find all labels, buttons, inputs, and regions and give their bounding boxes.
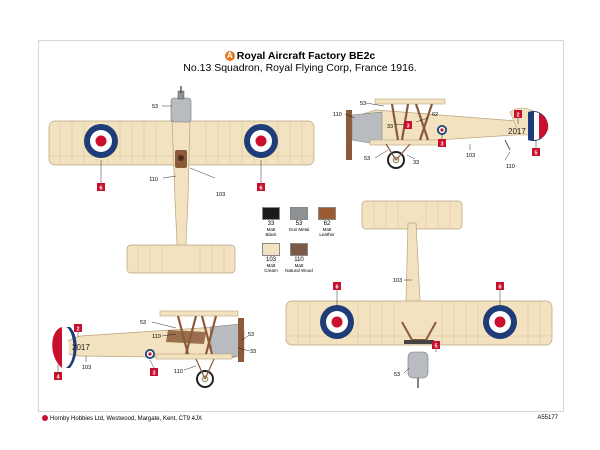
red-tag-6-left: [97, 183, 105, 191]
rudder-stripes-left: [52, 327, 62, 368]
red-tag-3b-side-r: [438, 139, 446, 147]
callout-33b-side-r: 33: [413, 160, 419, 166]
red-tag-4-side-l: [54, 372, 62, 380]
swatch-103: [262, 243, 280, 256]
red-tag-6-under-left: [333, 282, 341, 290]
upper-wing-left: [159, 310, 239, 317]
top-view: 53 110 103 6 6: [48, 86, 315, 274]
propeller-left: [238, 318, 244, 362]
footer-code: A55177: [537, 415, 558, 421]
aircraft-title: Royal Aircraft Factory BE2c: [236, 50, 376, 62]
callout-53b-side-l: 53: [248, 332, 254, 338]
svg-text:6: 6: [498, 285, 501, 291]
swatch-33: [262, 207, 280, 220]
svg-text:6: 6: [259, 186, 262, 192]
serial-right: 2017: [508, 127, 526, 136]
underside-wing: [285, 300, 553, 346]
underside-engine: [407, 351, 429, 379]
callout-33-side-r: 33: [387, 124, 393, 130]
svg-text:3: 3: [152, 371, 155, 377]
red-tag-3-side-r: [404, 121, 412, 129]
wheel-right: [387, 151, 405, 169]
hornby-logo-icon: [42, 415, 48, 421]
callout-53-top: 53: [152, 104, 158, 110]
side-view-left: 2017 53 110: [52, 310, 256, 388]
svg-text:5: 5: [534, 151, 537, 157]
lower-wing-left: [155, 353, 233, 360]
footer-company: Hornby Hobbies Ltd, Westwood, Margate, K…: [42, 415, 202, 422]
callout-110-side-l: 110: [152, 334, 161, 340]
callout-110b-side-r: 110: [506, 164, 515, 170]
svg-text:2: 2: [76, 327, 79, 333]
underside-view: 103 53 6 6 5: [285, 200, 553, 388]
svg-text:3: 3: [406, 124, 409, 130]
svg-text:6: 6: [335, 285, 338, 291]
red-tag-5-side-r: [532, 148, 540, 156]
red-tag-5-under: [432, 341, 440, 349]
swatch-62: [318, 207, 336, 220]
page-subtitle: No.13 Squadron, Royal Flying Corp, Franc…: [183, 62, 417, 74]
red-tag-6-under-right: [496, 282, 504, 290]
top-fuselage: [171, 117, 191, 266]
scheme-badge: A: [224, 51, 235, 61]
swatch-110: [290, 243, 308, 256]
top-engine: [170, 97, 192, 123]
propeller-right: [346, 110, 352, 160]
callout-103-under: 103: [393, 278, 402, 284]
sheet-border: [38, 40, 564, 412]
callout-103-top: 103: [216, 192, 225, 198]
red-tag-6-right: [257, 183, 265, 191]
lower-wing-right: [369, 139, 443, 146]
svg-text:6: 6: [99, 186, 102, 192]
red-tag-3-side-l: [150, 368, 158, 376]
red-tag-2-side-r: [514, 110, 522, 118]
svg-text:4: 4: [56, 375, 60, 381]
callout-110-side-r: 110: [333, 112, 342, 118]
callout-110-top: 110: [149, 177, 158, 183]
wheel-left: [196, 370, 214, 388]
callout-53b-side-r: 53: [364, 156, 370, 162]
callout-103-side-r: 103: [466, 153, 475, 159]
upper-wing-right: [374, 98, 446, 105]
callout-53-side-l: 53: [140, 320, 146, 326]
swatch-53: [290, 207, 308, 220]
callout-110b-side-l: 110: [174, 369, 183, 375]
callout-53-under: 53: [394, 372, 400, 378]
callout-53-side-r: 53: [360, 101, 366, 107]
svg-text:5: 5: [434, 344, 437, 350]
callout-62-side-r: 62: [432, 112, 438, 118]
callout-33-side-l: 33: [250, 349, 256, 355]
svg-text:2: 2: [516, 113, 519, 119]
serial-left: 2017: [72, 343, 90, 352]
svg-text:3: 3: [440, 142, 443, 148]
side-view-right: 2017 53 110 33 62 53 33 103 110 3: [333, 98, 549, 170]
callout-103-side-l: 103: [82, 365, 91, 371]
red-tag-2-side-l: [74, 324, 82, 332]
top-tailplane: [126, 244, 236, 274]
